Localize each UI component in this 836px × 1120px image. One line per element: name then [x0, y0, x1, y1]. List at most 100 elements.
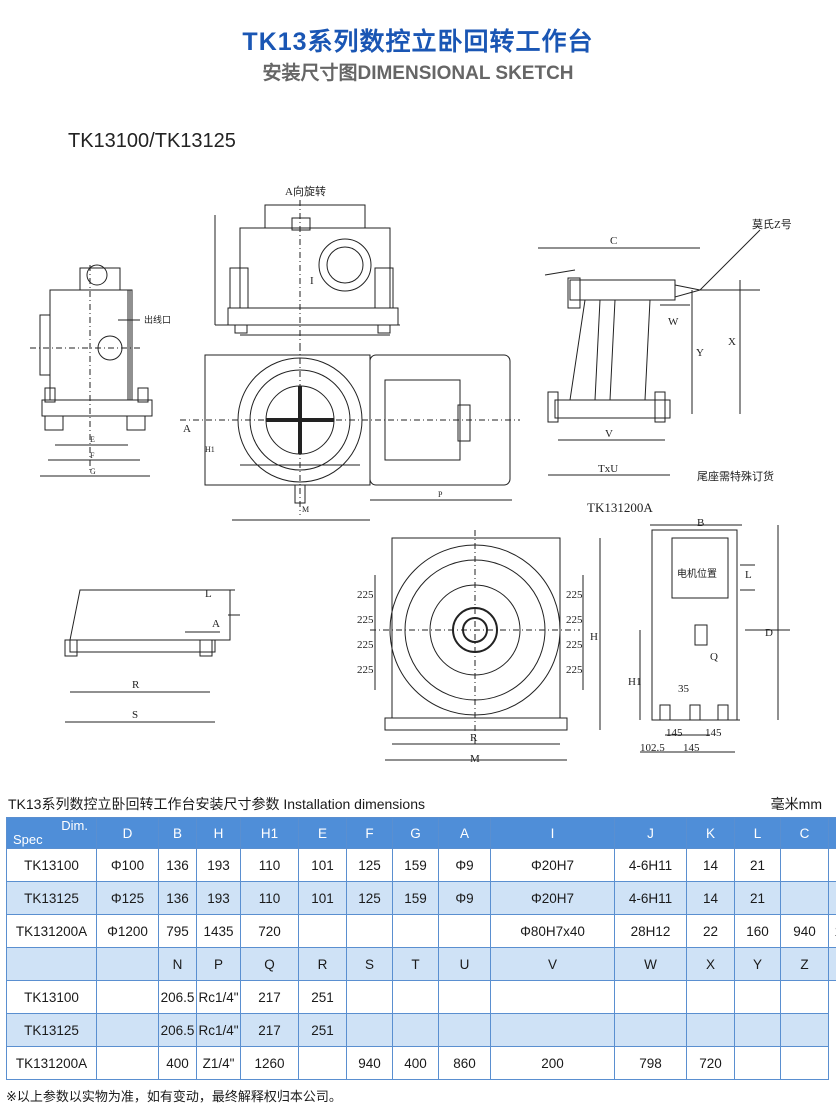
- table-cell: [490, 1013, 615, 1047]
- table-cell: 200: [490, 1046, 615, 1080]
- table-cell: TK13125: [6, 1013, 97, 1047]
- table-cell: TK13100: [6, 980, 97, 1014]
- side-view-left: [30, 264, 153, 477]
- table-cell: [298, 914, 347, 948]
- table-cell: [438, 1013, 491, 1047]
- dimensions-table: Dim.SpecDBHH1EFGAIJKLCMTK13100Φ100136193…: [6, 817, 836, 1080]
- table-cell: 136: [158, 848, 197, 882]
- label-tailstock-note: 尾座需特殊订货: [697, 469, 774, 483]
- table-cell: 28H12: [614, 914, 687, 948]
- table-cell: 217: [240, 1013, 299, 1047]
- dimensions-table-body: Dim.SpecDBHH1EFGAIJKLCMTK13100Φ100136193…: [6, 817, 836, 1080]
- header-cell: E: [298, 817, 347, 849]
- table-cell: Φ125: [96, 881, 159, 915]
- table-cell: 206.5: [158, 980, 197, 1014]
- dim-225-6: 225: [566, 614, 583, 626]
- table-cell: 136: [158, 881, 197, 915]
- dim-225-4: 225: [357, 664, 374, 676]
- dimensional-sketch: A向旋转 出线口 莫氏Z号 尾座需特殊订货 TK131200A 电机位置 C W…: [30, 184, 792, 765]
- dim-v: V: [605, 428, 613, 440]
- table-cell: [96, 1046, 159, 1080]
- table-cell: Z1/4": [196, 1046, 241, 1080]
- table-cell: 4-6H11: [614, 881, 687, 915]
- header-cell: N: [158, 947, 197, 981]
- table-cell: TK13100: [6, 848, 97, 882]
- table-cell: Rc1/4": [196, 980, 241, 1014]
- label-outlet: 出线口: [144, 314, 171, 325]
- table-cell: 110: [240, 881, 299, 915]
- large-side-view: [639, 524, 790, 753]
- table-cell: 720: [240, 914, 299, 948]
- table-cell: [438, 980, 491, 1014]
- dim-p: P: [438, 490, 443, 499]
- table-cell: 160: [734, 914, 781, 948]
- table-cell: Φ1200: [96, 914, 159, 948]
- model-heading: TK13100/TK13125: [68, 130, 236, 152]
- table-cell: [298, 1046, 347, 1080]
- table-cell: [392, 914, 439, 948]
- table-cell: 101: [298, 848, 347, 882]
- table-cell: 101: [298, 881, 347, 915]
- table-cell: 1435: [196, 914, 241, 948]
- table-cell: 206: [828, 848, 836, 882]
- header-cell: X: [686, 947, 735, 981]
- dim-y: Y: [696, 347, 704, 359]
- table-cell: 159: [392, 848, 439, 882]
- header-cell: D: [96, 817, 159, 849]
- header-cell: R: [298, 947, 347, 981]
- header-cell: B: [158, 817, 197, 849]
- dim-r-large: R: [470, 732, 478, 744]
- spec-label: Spec: [13, 832, 43, 847]
- table-cell: 21: [734, 881, 781, 915]
- table-cell: [686, 1013, 735, 1047]
- table-cell: [96, 1013, 159, 1047]
- header-cell: S: [346, 947, 393, 981]
- header-cell: L: [734, 817, 781, 849]
- dim-g: G: [90, 467, 96, 476]
- unit-label: 毫米mm: [770, 796, 822, 812]
- header-cell: [6, 947, 97, 981]
- spec-header-cell: Dim. Spec: [6, 817, 97, 849]
- dim-a-small: A: [212, 618, 220, 630]
- table-cell: 1260: [240, 1046, 299, 1080]
- label-motor-pos: 电机位置: [677, 567, 717, 580]
- large-plan-view: [370, 530, 601, 761]
- header-cell: M: [828, 817, 836, 849]
- header-cell: T: [392, 947, 439, 981]
- table-cell: 1360: [828, 914, 836, 948]
- header-cell: I: [490, 817, 615, 849]
- table-cell: [780, 1046, 829, 1080]
- spec-dim-label: Dim.: [61, 818, 88, 833]
- table-cell: [392, 980, 439, 1014]
- header-cell: [828, 947, 836, 981]
- table-cell: TK131200A: [6, 1046, 97, 1080]
- table-cell: 193: [196, 848, 241, 882]
- table-cell: 940: [780, 914, 829, 948]
- header-cell: A: [438, 817, 491, 849]
- dim-f: F: [90, 451, 95, 460]
- table-cell: [780, 1013, 829, 1047]
- table-cell: 940: [346, 1046, 393, 1080]
- dim-r-small: R: [132, 679, 140, 691]
- dim-m-large: M: [470, 753, 480, 765]
- dim-225-2: 225: [357, 614, 374, 626]
- table-cell: 4-6H11: [614, 848, 687, 882]
- dim-225-8: 225: [566, 664, 583, 676]
- header-cell: Z: [780, 947, 829, 981]
- dim-c: C: [610, 235, 617, 247]
- table-cell: [346, 980, 393, 1014]
- dim-l-large: L: [745, 569, 752, 581]
- table-cell: [780, 980, 829, 1014]
- dim-145-c: 145: [683, 742, 700, 754]
- dim-h-large: H: [590, 631, 598, 643]
- header-cell: H1: [240, 817, 299, 849]
- table-cell: 22: [686, 914, 735, 948]
- dim-txu: TxU: [598, 463, 618, 475]
- table-cell: [686, 980, 735, 1014]
- footnote: ※以上参数以实物为准，如有变动，最终解释权归本公司。: [6, 1089, 342, 1104]
- table-cell: [346, 914, 393, 948]
- table-cell: 125: [346, 848, 393, 882]
